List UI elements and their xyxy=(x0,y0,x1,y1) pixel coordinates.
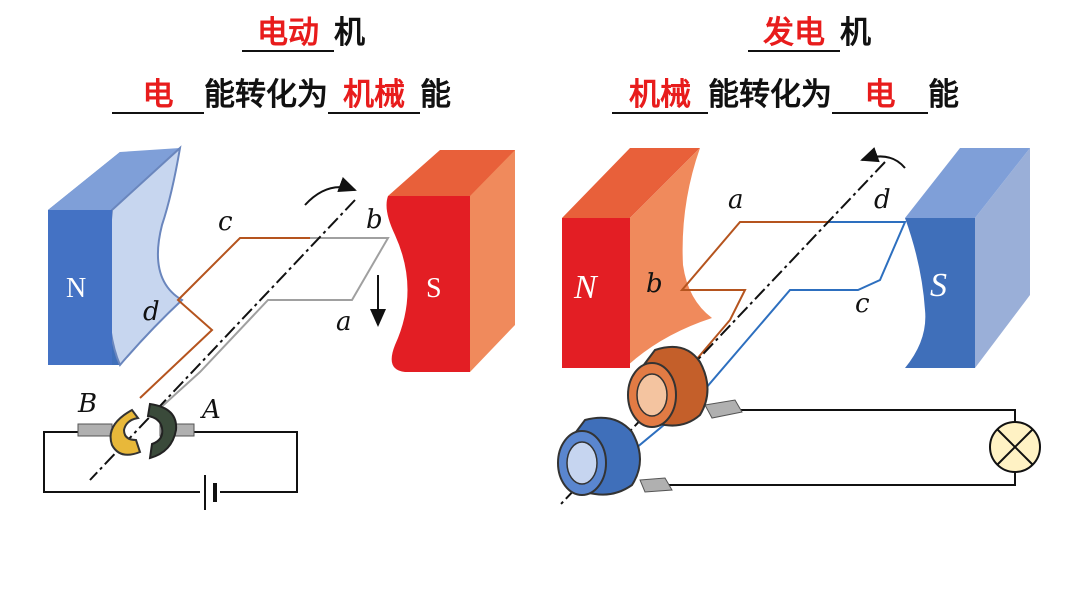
generator-label-a: a xyxy=(728,185,744,215)
generator-conversion-answer-2: 电 xyxy=(832,78,928,114)
motor-label-A: A xyxy=(200,395,221,425)
motor-title: 电动机 xyxy=(242,12,365,54)
motor-commutator-half-a xyxy=(146,402,178,460)
generator-title-suffix: 机 xyxy=(840,15,871,51)
generator-slip-ring-blue xyxy=(557,416,673,496)
generator-coil-orange xyxy=(644,221,830,421)
generator-wire-top xyxy=(725,409,1016,422)
motor-s-label: S xyxy=(426,273,442,304)
generator-diagram: N S xyxy=(557,147,1041,506)
generator-s-magnet: S xyxy=(905,148,1030,368)
motor-label-c: c xyxy=(218,207,233,237)
motor-title-suffix: 机 xyxy=(334,15,365,51)
generator-n-label: N xyxy=(573,269,599,306)
generator-slip-ring-orange xyxy=(627,346,743,428)
generator-conversion-mid: 能转化为 xyxy=(708,77,832,113)
generator-label-d: d xyxy=(874,185,891,215)
motor-diagram: N S c b d a B A xyxy=(43,145,515,510)
generator-label-b: b xyxy=(646,269,663,299)
generator-label-c: c xyxy=(855,289,870,319)
motor-coil-orange xyxy=(139,237,310,399)
motor-circuit-right xyxy=(190,431,298,493)
motor-s-magnet: S xyxy=(386,150,515,372)
lamp-icon xyxy=(989,421,1041,473)
motor-conversion-answer-2: 机械 xyxy=(328,78,420,114)
generator-s-label: S xyxy=(930,267,947,304)
generator-wire-bottom xyxy=(650,472,1016,486)
generator-title-answer: 发电 xyxy=(748,16,840,52)
generator-conversion: 机械能转化为电能 xyxy=(612,74,959,116)
generator-title: 发电机 xyxy=(748,12,871,54)
motor-conversion: 电能转化为机械能 xyxy=(112,74,451,116)
motor-title-answer: 电动 xyxy=(242,16,334,52)
motor-conversion-mid: 能转化为 xyxy=(204,77,328,113)
motor-n-magnet: N xyxy=(48,145,184,367)
motor-label-a: a xyxy=(336,307,352,337)
generator-conversion-end: 能 xyxy=(928,77,959,113)
motor-conversion-end: 能 xyxy=(420,77,451,113)
motor-brush-b xyxy=(77,423,113,437)
motor-commutator-half-b xyxy=(109,408,142,456)
motor-coil-grey xyxy=(157,237,390,411)
motor-label-d: d xyxy=(143,297,160,327)
motor-label-B: B xyxy=(77,389,97,419)
generator-n-magnet: N xyxy=(562,148,712,368)
motor-circuit-left xyxy=(43,431,200,493)
generator-rotation-arrow xyxy=(860,147,906,169)
motor-n-label: N xyxy=(66,273,86,304)
motor-rotation-arrow xyxy=(304,176,357,206)
motor-label-b: b xyxy=(366,205,383,235)
generator-conversion-answer-1: 机械 xyxy=(612,78,708,114)
motor-conversion-answer-1: 电 xyxy=(112,78,204,114)
